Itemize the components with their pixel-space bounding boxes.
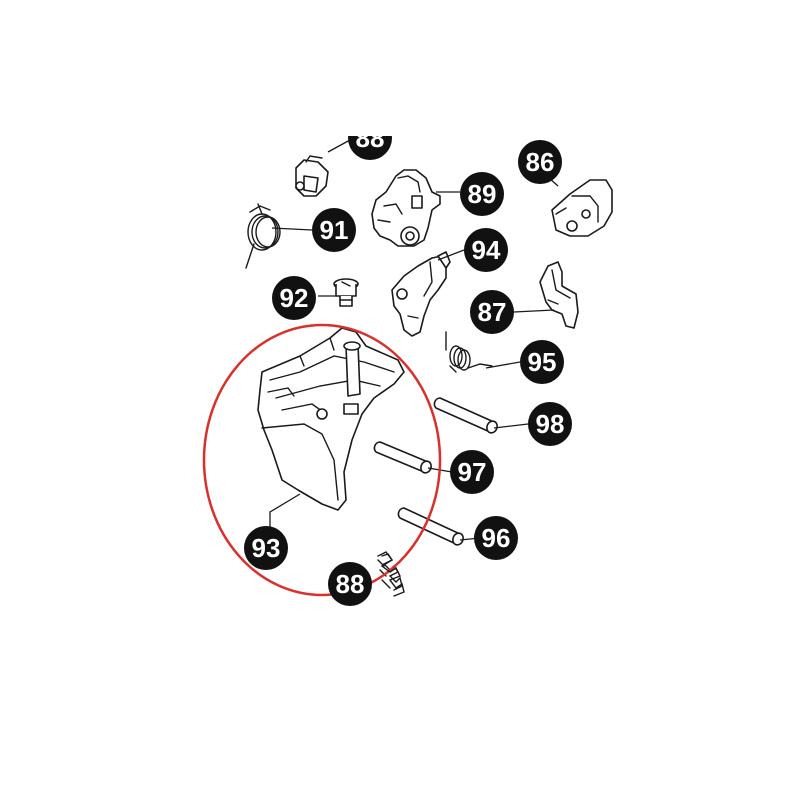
part-93-drawing	[257, 327, 405, 511]
callout-label: 94	[472, 235, 501, 265]
callout-93: 93	[244, 526, 288, 570]
callout-label: 92	[280, 283, 309, 313]
part-97-drawing	[373, 441, 432, 474]
part-98-drawing	[433, 397, 498, 434]
part-94-drawing	[391, 251, 451, 337]
part-88-top-drawing	[295, 155, 329, 197]
callout-98: 98	[528, 402, 572, 446]
callout-92: 92	[272, 276, 316, 320]
leader-lines	[269, 139, 559, 541]
top-mask	[300, 100, 440, 136]
part-92-drawing	[333, 278, 359, 307]
callout-88-bottom: 88	[328, 562, 372, 606]
part-96-drawing	[397, 507, 464, 546]
callout-91: 91	[312, 208, 356, 252]
callout-87: 87	[470, 290, 514, 334]
callout-label: 88	[336, 569, 365, 599]
callout-label: 96	[482, 523, 511, 553]
part-91-drawing	[245, 203, 281, 269]
callout-86: 86	[518, 140, 562, 184]
callout-label: 91	[320, 215, 349, 245]
callout-97: 97	[450, 450, 494, 494]
callout-89: 89	[460, 172, 504, 216]
part-86-drawing	[551, 179, 613, 237]
callout-label: 97	[458, 457, 487, 487]
callout-label: 95	[528, 347, 557, 377]
highlight-ring	[202, 323, 442, 597]
part-95-drawing	[445, 331, 493, 373]
callout-94: 94	[464, 228, 508, 272]
callout-label: 86	[526, 147, 555, 177]
part-88-bottom-overlay	[377, 551, 405, 597]
part-87-drawing	[539, 261, 579, 329]
callout-label: 87	[478, 297, 507, 327]
callout-label: 93	[252, 533, 281, 563]
callout-label: 98	[536, 409, 565, 439]
callout-96: 96	[474, 516, 518, 560]
part-89-drawing	[371, 169, 441, 247]
callout-label: 89	[468, 179, 497, 209]
callout-95: 95	[520, 340, 564, 384]
